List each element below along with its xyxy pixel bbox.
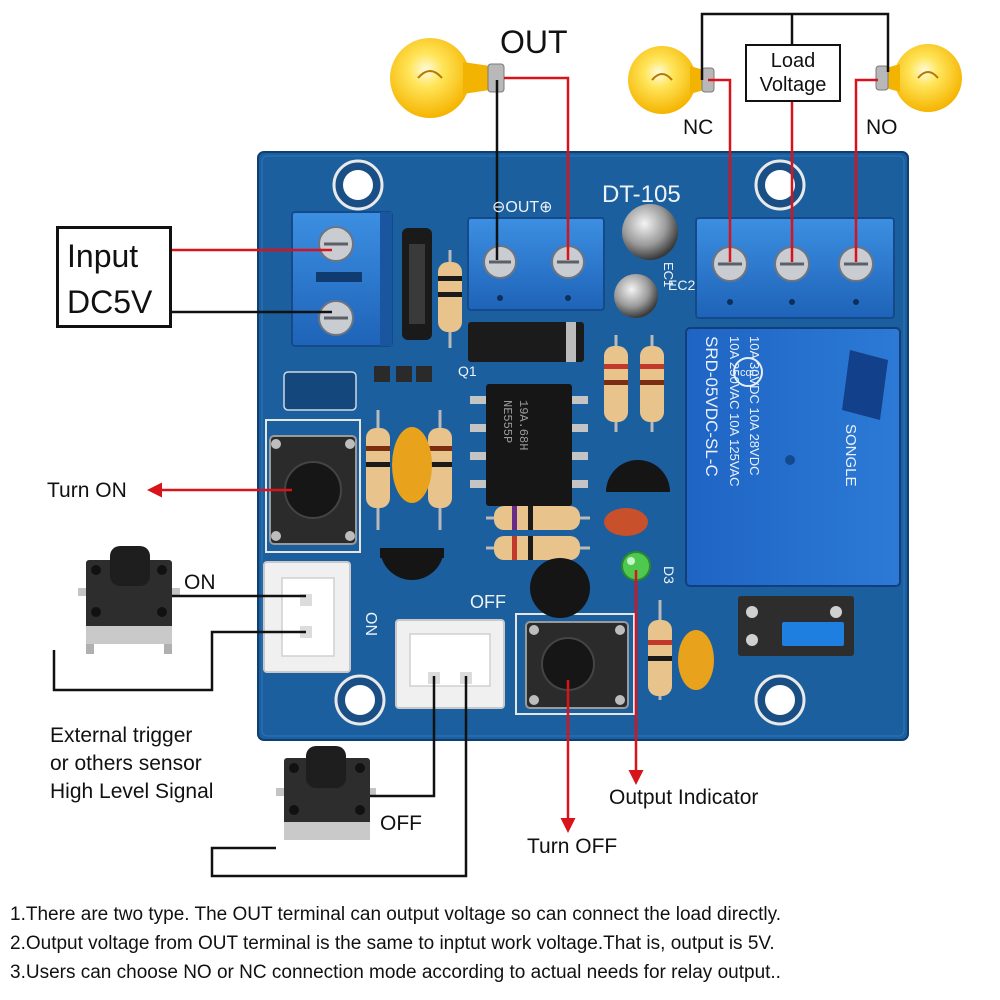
label-out: OUT [500, 24, 568, 60]
ic-marking: 19A.68H NE555P [500, 400, 530, 450]
label-nc: NC [683, 116, 714, 139]
wires [52, 12, 890, 878]
relay-line3: 10A 30VDC 10A 28VDC [747, 336, 762, 475]
label-turn-off: Turn OFF [527, 835, 618, 858]
notes: 1.There are two type. The OUT terminal c… [10, 900, 995, 987]
external-line3: High Level Signal [50, 780, 214, 803]
jst-connector-on [263, 561, 351, 673]
input-line2: DC5V [67, 284, 153, 320]
relay-line2: 10A 250VAC 10A 125VAC [727, 336, 742, 487]
resistor-bodies [366, 262, 672, 696]
relay-brand: SONGLE [842, 424, 859, 487]
ic-line1: 19A.68H [516, 400, 530, 450]
ic-line2: NE555P [500, 400, 514, 443]
note-1: 1.There are two type. The OUT terminal c… [10, 904, 781, 925]
diode [468, 322, 584, 362]
load-voltage-line2: Voltage [759, 74, 827, 96]
note-2: 2.Output voltage from OUT terminal is th… [10, 933, 775, 954]
board-out-terminal: ⊖OUT⊕ [492, 199, 553, 216]
label-off: OFF [380, 812, 422, 835]
push-button-icon [78, 546, 180, 654]
label-output-indicator: Output Indicator [609, 786, 759, 809]
input-box: Input DC5V [56, 226, 172, 328]
load-voltage-box: Load Voltage [745, 44, 841, 102]
board-q1: Q1 [458, 363, 477, 379]
relay [685, 327, 901, 587]
push-button-icon [276, 746, 376, 840]
external-line2: or others sensor [50, 752, 202, 775]
onboard-button-off [525, 621, 629, 709]
jumper-header [738, 596, 854, 656]
note-3: 3.Users can choose NO or NC connection m… [10, 962, 781, 983]
board-ec1: EC1 [661, 262, 676, 287]
transistor-q-input [402, 228, 432, 340]
light-bulb-icon [390, 38, 505, 118]
relay-line1: SRD-05VDC-SL-C [702, 336, 721, 477]
load-voltage-line1: Load [770, 50, 816, 72]
light-bulb-icon [875, 44, 962, 112]
input-line1: Input [67, 238, 139, 274]
external-line1: External trigger [50, 724, 193, 747]
label-no: NO [866, 116, 898, 139]
arrow-icon [147, 482, 644, 833]
board-silkscreen: DT-105 ⊖OUT⊕ Q1 EC1 EC2 D3 ON OFF [362, 181, 695, 636]
input-terminal-block [291, 211, 393, 347]
jst-connector-off [395, 619, 505, 709]
external-trigger-text: External trigger or others sensor High L… [50, 722, 213, 806]
board-ec2: EC2 [668, 277, 695, 293]
electrolytic-capacitors [614, 204, 678, 318]
label-turn-on: Turn ON [47, 479, 127, 502]
board-silk-on: ON [362, 612, 379, 636]
relay-mark: cqc [740, 367, 758, 379]
relay-marking: SRD-05VDC-SL-C 10A 250VAC 10A 125VAC 10A… [702, 336, 859, 487]
board-model: DT-105 [602, 181, 681, 208]
out-terminal-block [467, 217, 605, 311]
label-on: ON [184, 571, 216, 594]
board-silk-off: OFF [470, 592, 506, 612]
ne555-ic [470, 384, 588, 506]
light-bulb-icon [628, 46, 715, 114]
transistors [380, 460, 670, 618]
ceramic-capacitors [392, 427, 714, 690]
board-d3: D3 [661, 566, 677, 584]
relay-terminal-block [695, 217, 895, 319]
